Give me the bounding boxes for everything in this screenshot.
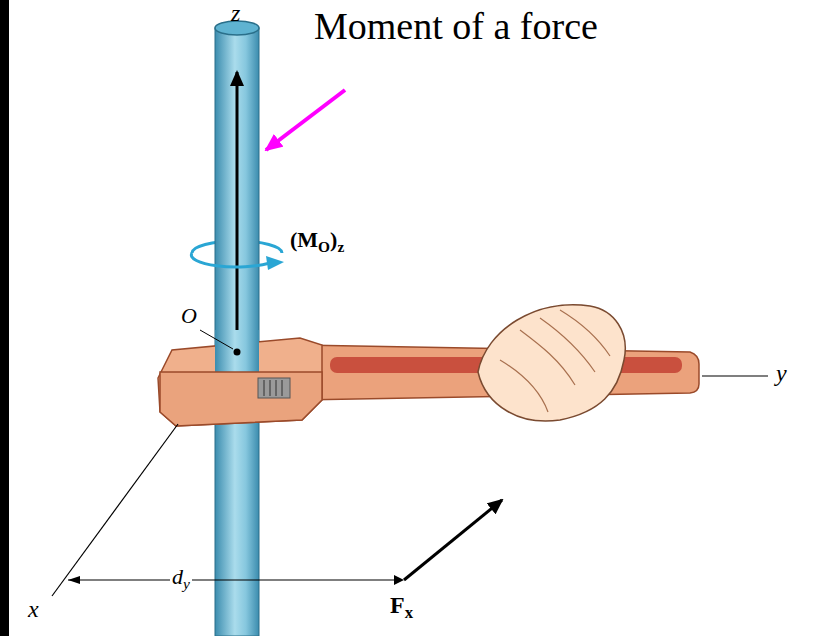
pointer-arrow bbox=[266, 90, 345, 150]
axis-label: z bbox=[231, 0, 240, 26]
y-axis bbox=[702, 375, 768, 376]
leader-line bbox=[200, 330, 233, 349]
knurl-lines bbox=[264, 380, 282, 396]
axis-label: x bbox=[28, 596, 39, 622]
pipe-in-jaw bbox=[215, 330, 259, 372]
axis-label: y bbox=[776, 360, 787, 386]
border-strip bbox=[0, 0, 9, 636]
force-label: Fx bbox=[390, 592, 413, 618]
title-note: Moment of a force bbox=[314, 6, 606, 48]
hand bbox=[478, 305, 625, 421]
dimension-label: dy bbox=[170, 565, 192, 589]
wrench-head bbox=[158, 338, 322, 426]
wrench-knurl bbox=[258, 378, 290, 398]
point-o bbox=[234, 349, 241, 356]
moment-arc-head bbox=[266, 256, 284, 270]
x-axis bbox=[52, 424, 178, 596]
point-label: O bbox=[181, 304, 197, 328]
moment-label: (MO)z bbox=[290, 228, 344, 252]
pipe bbox=[215, 28, 259, 636]
dimension-line bbox=[68, 579, 402, 580]
finger-lines bbox=[500, 310, 610, 412]
wrench-jaw bbox=[160, 372, 322, 426]
force-arrow bbox=[404, 500, 502, 580]
moment-arc-front bbox=[191, 253, 270, 267]
moment-vector bbox=[236, 72, 239, 345]
